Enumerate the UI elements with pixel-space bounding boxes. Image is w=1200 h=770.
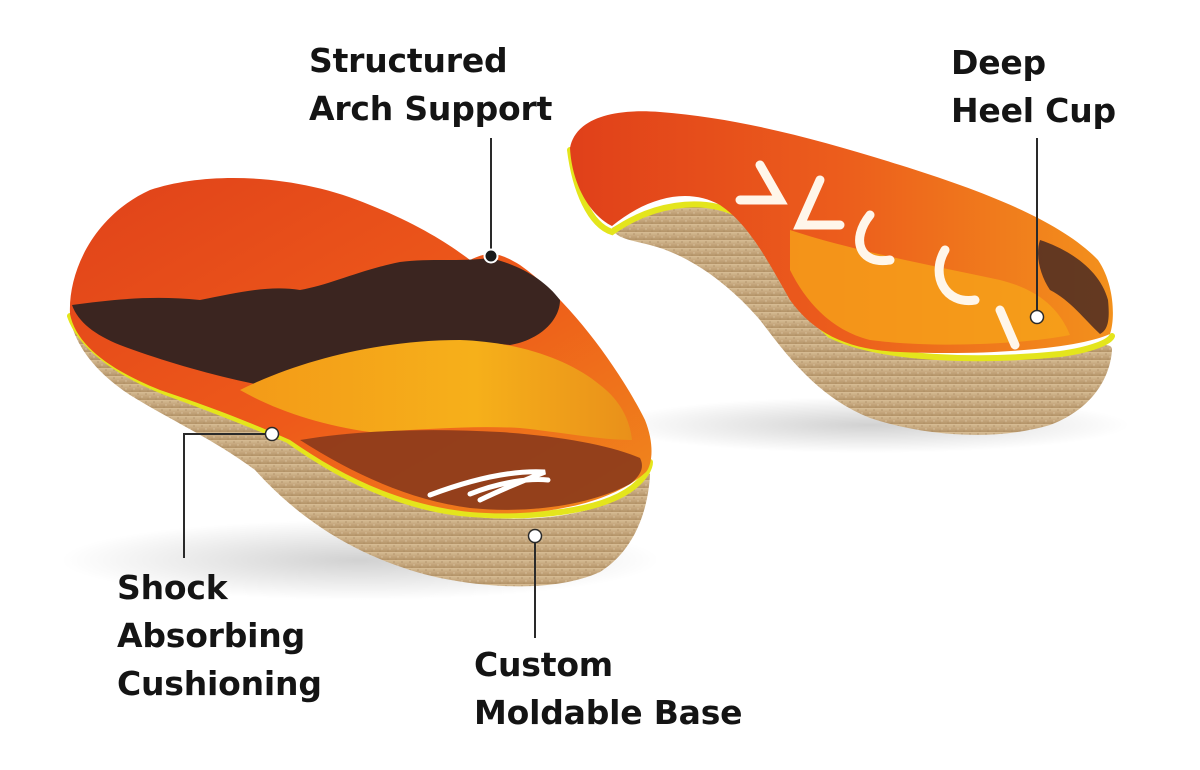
callout-line: Arch Support — [309, 89, 553, 128]
base-leader-dot — [527, 528, 543, 544]
left-cork-base — [70, 318, 650, 587]
left-dark-band — [72, 258, 560, 385]
left-brown-band — [300, 430, 642, 510]
callout-line: Absorbing — [117, 616, 305, 655]
callout-line: Cushioning — [117, 664, 322, 703]
cushioning-callout: Shock Absorbing Cushioning — [117, 564, 322, 708]
callout-line: Custom — [474, 645, 613, 684]
callout-line: Heel Cup — [951, 91, 1116, 130]
arch-leader-dot — [483, 248, 499, 264]
left-orange-band — [240, 340, 632, 440]
left-insole — [67, 178, 653, 587]
arch-support-callout: Structured Arch Support — [309, 37, 552, 133]
cushion-leader-dot — [264, 426, 280, 442]
right-dark-band — [1038, 240, 1109, 334]
callout-line: Structured — [309, 41, 508, 80]
leader-lines — [183, 138, 1045, 638]
brand-lettering — [735, 160, 1020, 350]
swoosh-icon — [427, 469, 551, 503]
callout-line: Deep — [951, 43, 1046, 82]
heel-cup-callout: Deep Heel Cup — [951, 39, 1116, 135]
heel-leader-dot — [1029, 309, 1045, 325]
moldable-base-callout: Custom Moldable Base — [474, 641, 743, 737]
cushion-leader-line — [183, 433, 270, 558]
right-insole — [567, 111, 1115, 435]
callout-line: Moldable Base — [474, 693, 743, 732]
right-cork-base — [612, 204, 1112, 435]
callout-line: Shock — [117, 568, 228, 607]
